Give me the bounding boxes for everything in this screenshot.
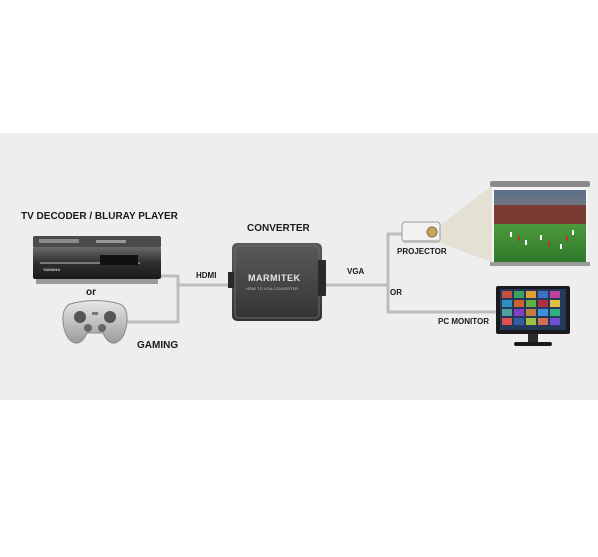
- vga-cable-projector: [386, 232, 402, 285]
- hdmi-cable-player: [160, 274, 232, 287]
- player-brand: YAMAHA: [43, 267, 61, 272]
- converter-label: CONVERTER: [247, 223, 310, 234]
- source-label: TV DECODER / BLURAY PLAYER: [21, 211, 178, 222]
- pc-monitor-label: PC MONITOR: [438, 317, 489, 326]
- vga-cable-monitor: [386, 285, 498, 314]
- projector: [401, 185, 492, 262]
- projector-screen: [490, 181, 590, 266]
- gaming-label: GAMING: [137, 340, 179, 351]
- hdmi-cable-gaming: [124, 285, 180, 324]
- monitor-tiles: [502, 291, 560, 325]
- vga-label: VGA: [347, 267, 365, 276]
- or-source-label: or: [86, 287, 96, 298]
- converter-brand: MARMITEK: [248, 273, 301, 283]
- converter-box: [228, 243, 326, 321]
- or-output-label: OR: [390, 288, 402, 297]
- pc-monitor: [496, 286, 570, 346]
- converter-model: HDMI TO VGA CONVERTER: [246, 286, 299, 291]
- hdmi-label: HDMI: [196, 271, 217, 280]
- gamepad: [62, 300, 128, 344]
- projector-label: PROJECTOR: [397, 247, 447, 256]
- bluray-player: [33, 236, 161, 284]
- cables: [124, 232, 498, 324]
